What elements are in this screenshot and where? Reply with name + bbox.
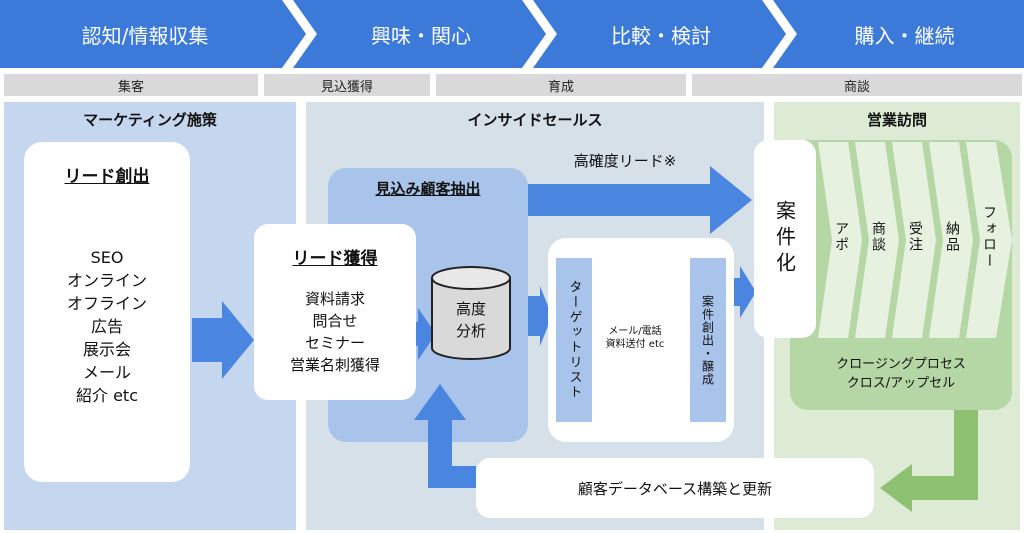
stage-chevron-2	[293, 0, 546, 68]
analysis-label: 高度 分析	[455, 300, 486, 340]
case-box: 案件化	[754, 140, 816, 338]
closing-label: クロージングプロセス クロス/アップセル	[836, 357, 966, 391]
lead-creation-item: オフライン	[66, 294, 147, 313]
marketing-title: マーケティング施策	[83, 110, 217, 129]
arrow-to-case	[728, 266, 756, 318]
substage-2: 見込獲得	[264, 74, 430, 96]
step-chevron-5	[966, 142, 1012, 338]
lead-creation-item: 展示会	[82, 340, 131, 359]
nurture-label: 案件創出・醸成	[690, 258, 726, 422]
substage-1: 集客	[4, 74, 258, 96]
arrow-to-target	[528, 286, 552, 346]
arrow-to-acquisition	[192, 301, 254, 379]
step-chevron-3	[892, 142, 936, 338]
step-chevrons	[818, 142, 1012, 338]
step-chevron-1	[818, 142, 862, 338]
step-label-3: 受注	[907, 221, 923, 253]
lead-acquisition-title: リード獲得	[292, 248, 378, 269]
lead-acquisition-box	[254, 224, 416, 400]
stage-chevron-3	[533, 0, 786, 68]
lead-creation-item: メール	[82, 363, 131, 382]
prospect-title: 見込み顧客抽出	[375, 179, 481, 198]
step-label-1: アポ	[833, 221, 849, 253]
database-box: 顧客データベース構築と更新	[476, 458, 874, 518]
step-label-2: 商談	[870, 221, 886, 253]
lead-creation-item: SEO	[90, 248, 124, 267]
lead-creation-title: リード創出	[64, 166, 150, 187]
arrow-db-up	[414, 384, 476, 488]
arrow-to-analysis	[400, 308, 436, 360]
lead-acq-item: 資料請求	[304, 290, 365, 308]
analysis-cylinder	[431, 266, 511, 360]
step-label-5: フォロー	[981, 205, 997, 269]
arrow-high-lead	[528, 166, 752, 234]
step-chevron-2	[855, 142, 899, 338]
stage-label-1: 認知/情報収集	[81, 23, 209, 48]
stage-chevron-1	[0, 0, 306, 68]
step-chevron-4	[929, 142, 973, 338]
stage-label-4: 購入・継続	[854, 23, 955, 48]
lead-creation-item: オンライン	[66, 271, 147, 290]
sales-visit-title: 営業訪問	[866, 110, 927, 129]
inside-sales-title: インサイドセールス	[467, 110, 603, 129]
lead-acq-item: 営業名刺獲得	[289, 356, 380, 374]
lead-creation-item: 広告	[90, 317, 123, 336]
high-lead-label: 高確度リード※	[573, 151, 677, 170]
substage-3: 育成	[436, 74, 686, 96]
stage-label-3: 比較・検討	[611, 23, 711, 48]
lead-acq-item: セミナー	[304, 334, 365, 352]
mail-label: メール/電話 資料送付 etc	[605, 326, 665, 350]
lead-creation-item: 紹介 etc	[75, 386, 138, 405]
arrow-green-return	[880, 410, 978, 512]
lead-creation-list: SEO オンライン オフライン 広告 展示会 メール 紹介 etc	[24, 246, 190, 407]
lead-creation-box	[24, 142, 190, 482]
stage-chevrons	[0, 0, 1024, 68]
lead-acq-item: 問合せ	[312, 312, 358, 330]
substage-4: 商談	[692, 74, 1022, 96]
stage-label-2: 興味・関心	[371, 23, 471, 48]
step-label-4: 納品	[944, 221, 960, 253]
target-list: ターゲットリスト	[556, 258, 592, 422]
stage-chevron-4	[773, 0, 1024, 68]
lead-acquisition-list: 資料請求 問合せ セミナー 営業名刺獲得	[254, 288, 416, 376]
